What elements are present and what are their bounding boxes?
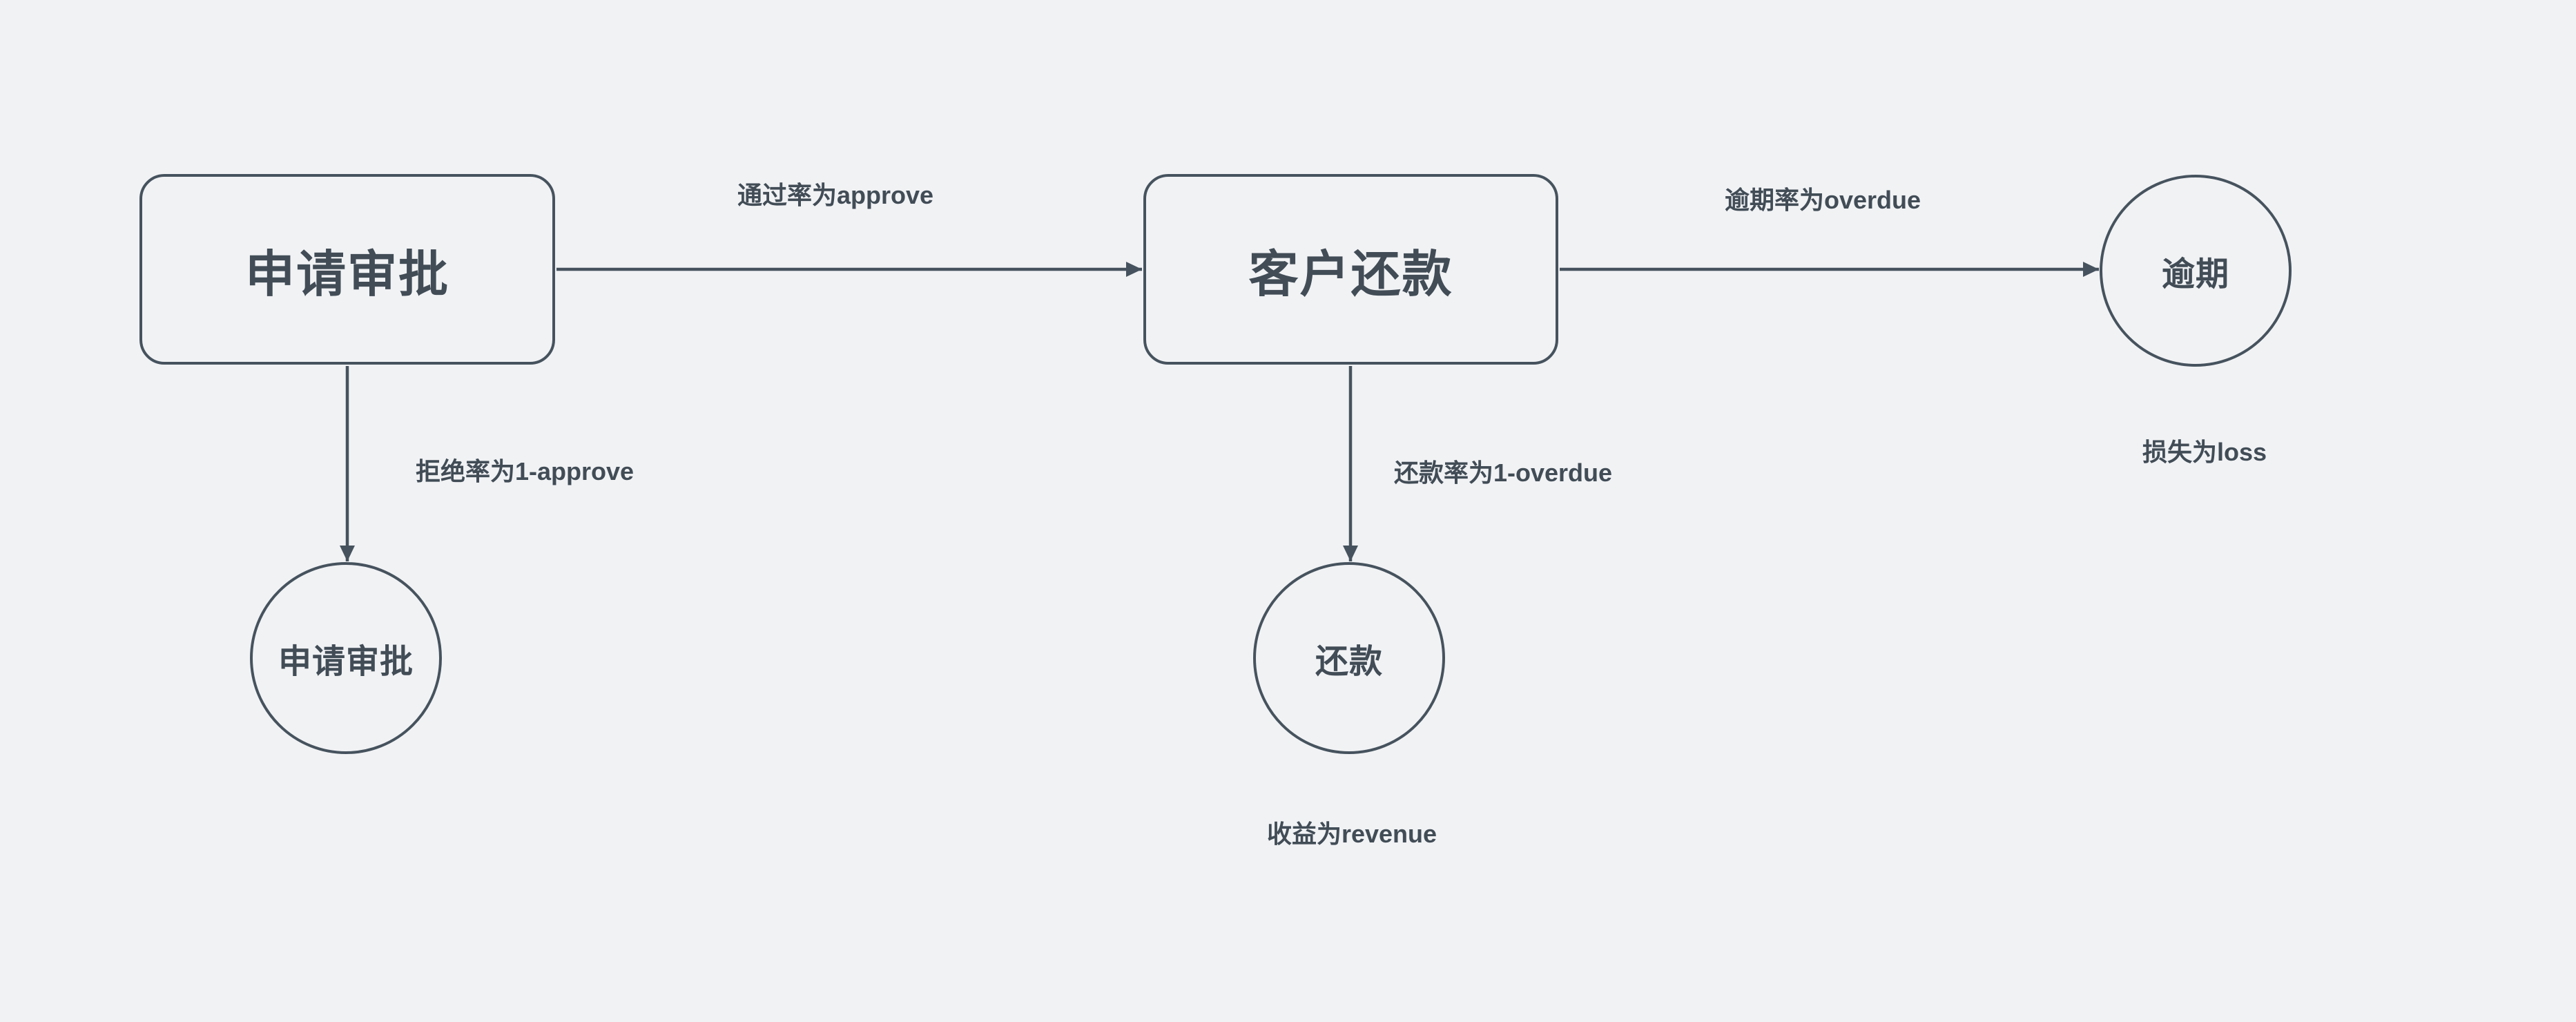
node-repaid: 还款 xyxy=(1253,562,1445,754)
node-approval-process: 申请审批 xyxy=(139,174,555,365)
node-customer-repayment-label: 客户还款 xyxy=(1248,247,1453,302)
node-approval-process-label: 申请审批 xyxy=(244,247,449,302)
edge-label-overdue-rate: 逾期率为overdue xyxy=(1724,186,1921,214)
annotation-revenue: 收益为revenue xyxy=(1266,820,1437,848)
node-application-rejected: 申请审批 xyxy=(250,562,442,754)
edge-label-repay-rate: 还款率为1-overdue xyxy=(1393,459,1613,487)
node-overdue-label: 逾期 xyxy=(2161,256,2229,293)
node-repaid-label: 还款 xyxy=(1315,644,1383,680)
edge-label-approve-rate: 通过率为approve xyxy=(737,181,934,209)
edge-label-reject-rate: 拒绝率为1-approve xyxy=(415,457,635,485)
node-overdue: 逾期 xyxy=(2100,175,2292,367)
node-application-rejected-label: 申请审批 xyxy=(278,644,414,680)
annotation-loss: 损失为loss xyxy=(2142,438,2267,466)
node-customer-repayment: 客户还款 xyxy=(1143,174,1558,365)
